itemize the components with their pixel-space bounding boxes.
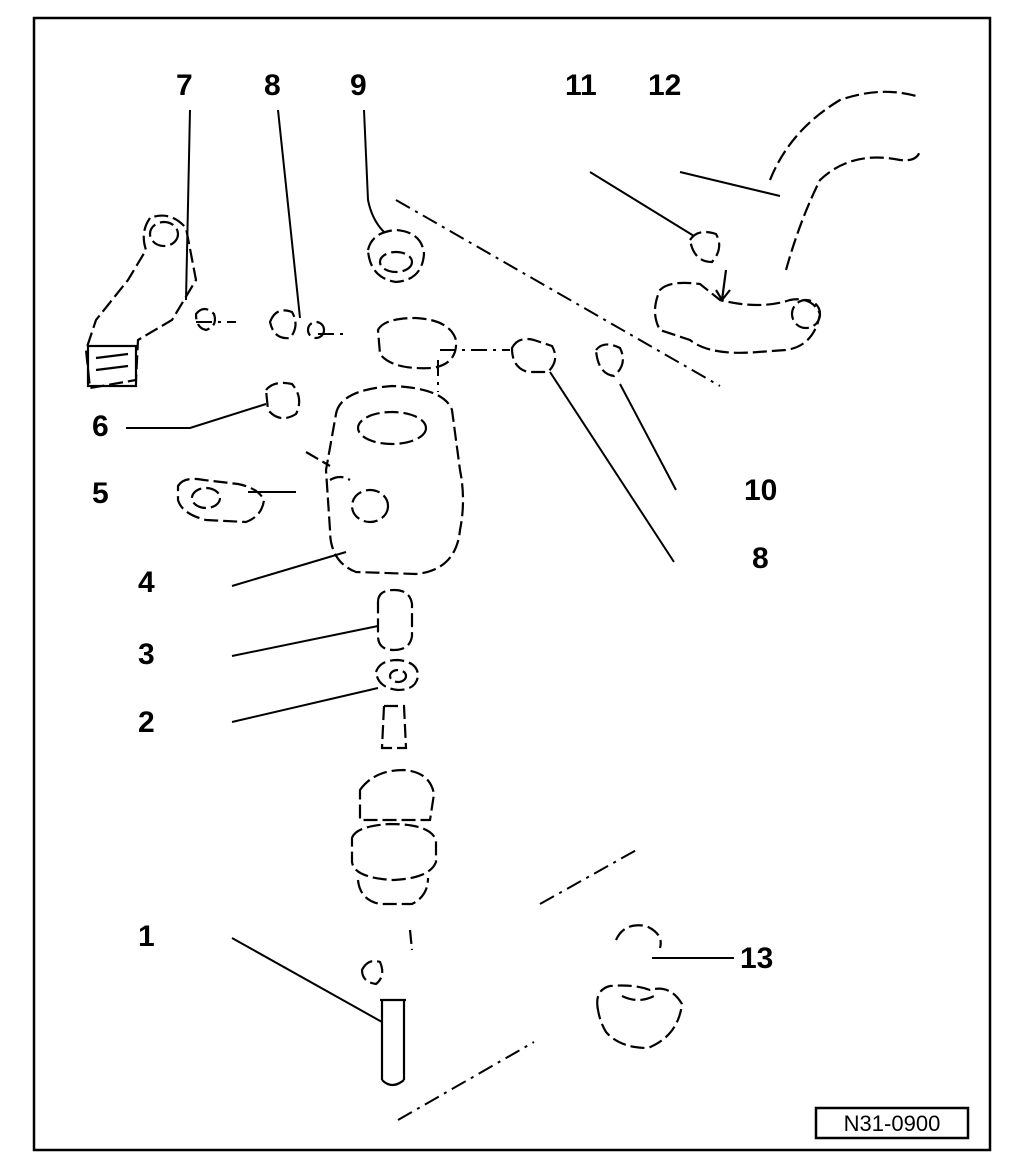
- callout-11: 11: [565, 69, 597, 102]
- reference-code: N31-0900: [844, 1111, 941, 1136]
- leader-2: [231, 687, 379, 723]
- callout-9: 9: [350, 69, 367, 102]
- callout-6: 6: [92, 410, 109, 443]
- part-7-screw: [194, 307, 217, 332]
- leader-1: [231, 937, 383, 1023]
- part-8-washer-top: [268, 309, 326, 340]
- leader-8-right: [549, 371, 675, 563]
- callout-12: 12: [648, 69, 681, 102]
- part-13-clip: [596, 924, 684, 1050]
- callout-13: 13: [740, 942, 773, 975]
- part-3-o-ring: [376, 588, 414, 652]
- diagram-border: [32, 16, 992, 1152]
- part-cap-ring: [376, 316, 458, 370]
- axis-line-lower-right-1: [539, 847, 641, 905]
- part-4-housing: [305, 384, 465, 576]
- axis-line-9-to-12: [395, 199, 721, 387]
- part-6-cap: [264, 381, 301, 420]
- callout-8-right: 8: [752, 542, 769, 575]
- part-5-fitting: [176, 477, 266, 524]
- part-12-hose-bracket: [653, 90, 922, 354]
- callout-3: 3: [138, 638, 155, 671]
- part-1-switch: [350, 704, 438, 1087]
- callout-2: 2: [138, 706, 155, 739]
- part-7-sensor: [84, 214, 198, 390]
- callout-8-top: 8: [264, 69, 281, 102]
- part-9-nut: [366, 228, 426, 284]
- callout-5: 5: [92, 477, 109, 510]
- leader-10: [619, 383, 677, 491]
- axis-line-lower-right-2: [397, 1041, 535, 1121]
- callout-1: 1: [138, 920, 155, 953]
- leader-9: [363, 109, 385, 233]
- leader-6: [126, 403, 267, 429]
- callout-10: 10: [744, 474, 777, 507]
- part-8-connector: [510, 337, 557, 374]
- leader-7: [185, 109, 191, 301]
- part-11-bolt: [688, 230, 721, 264]
- part-2-washer: [374, 658, 420, 692]
- leader-4: [231, 551, 347, 587]
- leader-11: [589, 171, 695, 237]
- callout-4: 4: [138, 566, 155, 599]
- reference-code-box: N31-0900: [814, 1106, 970, 1140]
- leader-12: [679, 171, 781, 197]
- callout-7: 7: [176, 69, 193, 102]
- leader-3: [231, 625, 379, 657]
- part-10-washer: [594, 343, 625, 378]
- leader-8-top: [277, 109, 301, 319]
